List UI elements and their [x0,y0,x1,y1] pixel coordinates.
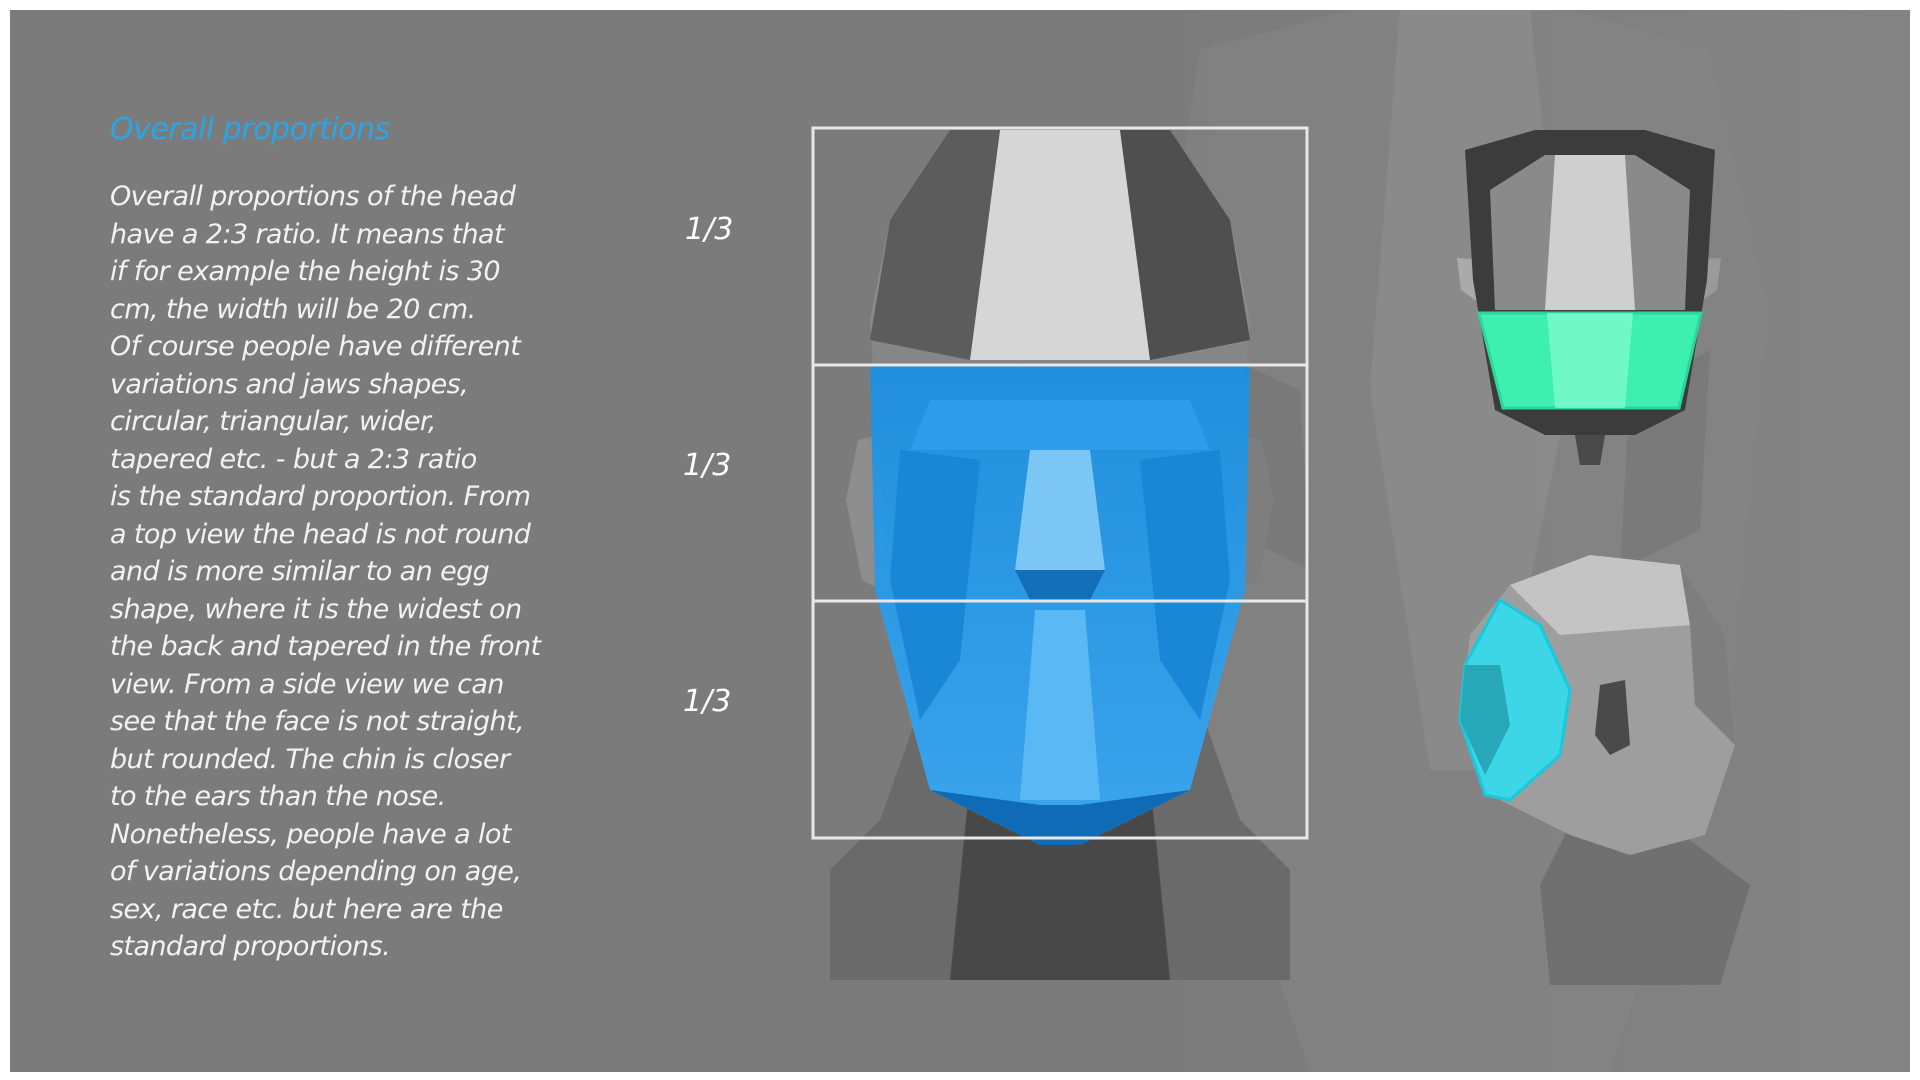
body-line: of variations depending on age, [110,853,550,891]
body-line: Nonetheless, people have a lot [110,816,550,854]
body-line: see that the face is not straight, [110,703,550,741]
jaw-center [1547,313,1633,408]
body-line: and is more similar to an egg [110,553,550,591]
side-view-head [1450,555,1750,985]
body-line: shape, where it is the widest on [110,591,550,629]
body-line: standard proportions. [110,928,550,966]
body-line: to the ears than the nose. [110,778,550,816]
top-view-head [1445,130,1735,475]
body-paragraph: Overall proportions of the head have a 2… [110,178,550,966]
body-line: a top view the head is not round [110,516,550,554]
ratio-label-middle: 1/3 [683,448,731,483]
body-line: Of course people have different [110,328,550,366]
body-line: variations and jaws shapes, [110,366,550,404]
head-top-plane [970,130,1150,360]
body-line: cm, the width will be 20 cm. [110,291,550,329]
slide: Overall proportions Overall proportions … [10,10,1910,1072]
ratio-label-bottom: 1/3 [683,684,731,719]
body-line: Overall proportions of the head [110,178,550,216]
body-line: the back and tapered in the front [110,628,550,666]
ratio-label-top: 1/3 [685,212,733,247]
body-line: but rounded. The chin is closer [110,741,550,779]
nose-plane [1015,450,1105,570]
body-line: tapered etc. - but a 2:3 ratio [110,441,550,479]
body-line: circular, triangular, wider, [110,403,550,441]
brow-plane [910,400,1210,450]
body-line: if for example the height is 30 [110,253,550,291]
body-line: view. From a side view we can [110,666,550,704]
nose-tip [1015,570,1105,600]
body-line: is the standard proportion. From [110,478,550,516]
face-center [1545,155,1635,310]
body-line: have a 2:3 ratio. It means that [110,216,550,254]
body-line: sex, race etc. but here are the [110,891,550,929]
page-title: Overall proportions [110,112,390,147]
front-view-head [750,100,1370,980]
nose-tip [1575,435,1605,465]
